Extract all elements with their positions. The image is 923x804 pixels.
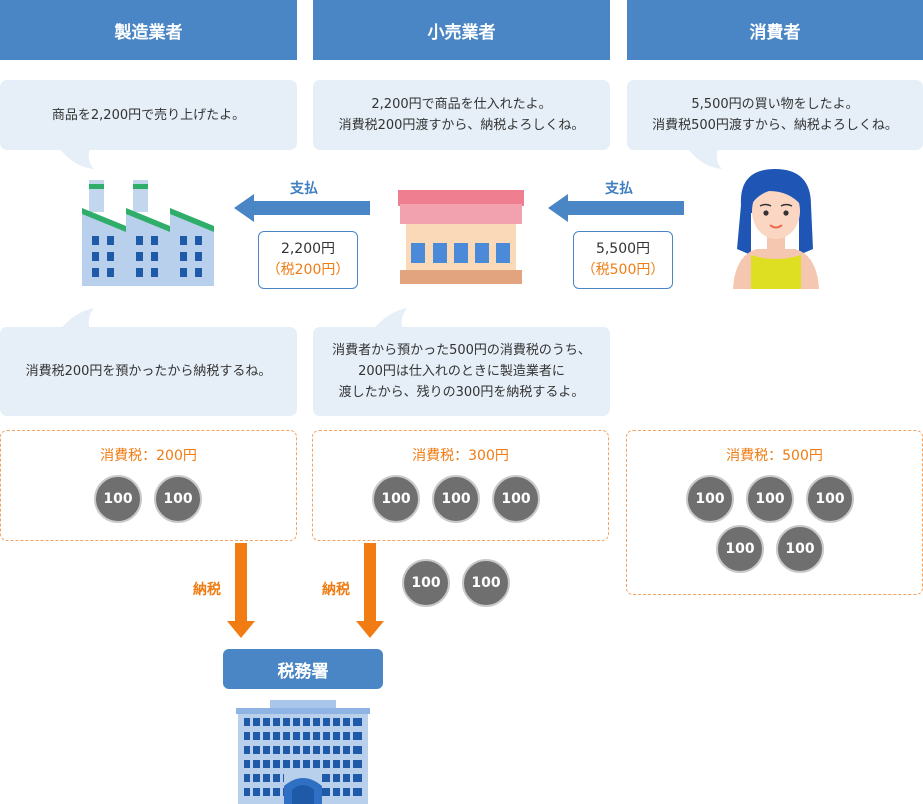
left-arrow-icon [234,194,370,222]
coin-100: 100 [776,525,824,573]
bubble-tail [60,149,94,169]
tax-box-title: 消費税：200円 [100,448,197,464]
down-arrow-icon [227,543,255,638]
payment-amount: 2,200円 [280,241,336,257]
tax-office-building-icon [236,700,370,804]
bubble-tail [688,149,722,169]
payment-amount: 5,500円 [595,241,651,257]
bubble-tail [60,308,94,330]
left-arrow-icon [548,194,684,222]
bubble-line: 消費税500円渡すから、納税よろしくね。 [652,118,898,133]
coin-100: 100 [746,475,794,523]
payment-amount-box: 2,200円 （税200円） [258,231,358,289]
coin-100: 100 [432,475,480,523]
tax-box-title: 消費税：500円 [726,448,823,464]
bubble-line: 2,200円で商品を仕入れたよ。 [371,97,552,112]
shop-icon [398,190,524,284]
consumer-speech-bubble: 5,500円の買い物をしたよ。 消費税500円渡すから、納税よろしくね。 [627,80,923,150]
tax-box-title: 消費税：300円 [412,448,509,464]
manufacturer-speech-bubble: 商品を2,200円で売り上げたよ。 [0,80,297,150]
bubble-line: 消費者から預かった500円の消費税のうち、 [332,343,591,358]
header-consumer: 消費者 [627,0,923,60]
retailer-speech-bubble: 2,200円で商品を仕入れたよ。 消費税200円渡すから、納税よろしくね。 [313,80,610,150]
bubble-line: 商品を2,200円で売り上げたよ。 [51,107,246,123]
bubble-line: 200円は仕入れのときに製造業者に [358,364,565,379]
payment-tax: （税500円） [581,262,665,278]
payment-label: 支払 [605,181,633,197]
coin-100: 100 [402,559,450,607]
coin-100: 100 [806,475,854,523]
manufacturer-tax-box: 消費税：200円 [0,430,297,541]
bubble-line: 消費税200円渡すから、納税よろしくね。 [338,118,585,133]
bubble-tail [373,308,407,330]
factory-icon [82,180,214,286]
bubble-line: 5,500円の買い物をしたよ。 [691,97,859,112]
consumer-woman-icon [733,169,819,289]
retailer-tax-speech-bubble: 消費者から預かった500円の消費税のうち、 200円は仕入れのときに製造業者に … [313,327,610,416]
tax-office-label: 税務署 [223,649,383,689]
pay-tax-label: 納税 [322,582,350,598]
coin-100: 100 [462,559,510,607]
bubble-line: 消費税200円を預かったから納税するね。 [25,364,272,379]
header-retailer: 小売業者 [313,0,610,60]
header-manufacturer: 製造業者 [0,0,297,60]
coin-100: 100 [716,525,764,573]
payment-label: 支払 [290,181,318,197]
coin-100: 100 [492,475,540,523]
coin-100: 100 [686,475,734,523]
payment-amount-box: 5,500円 （税500円） [573,231,673,289]
down-arrow-icon [356,543,384,638]
coin-100: 100 [372,475,420,523]
coin-100: 100 [94,475,142,523]
manufacturer-tax-speech-bubble: 消費税200円を預かったから納税するね。 [0,327,297,416]
retailer-tax-box: 消費税：300円 [312,430,609,541]
bubble-line: 渡したから、残りの300円を納税するよ。 [338,385,585,400]
payment-tax: （税200円） [266,262,350,278]
coin-100: 100 [154,475,202,523]
pay-tax-label: 納税 [193,582,221,598]
